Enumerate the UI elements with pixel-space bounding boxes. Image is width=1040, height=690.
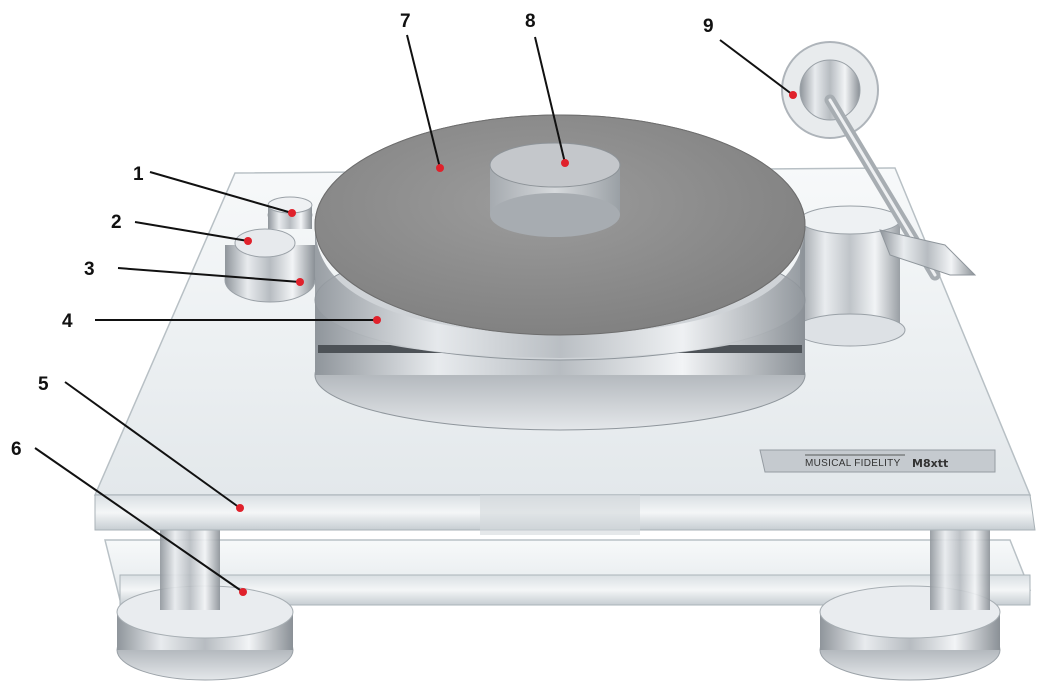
marker-dot-3	[296, 278, 304, 286]
marker-dot-4	[373, 316, 381, 324]
callout-6: 6	[11, 439, 22, 460]
marker-dot-9	[789, 91, 797, 99]
callout-8: 8	[525, 11, 536, 32]
marker-dot-1	[288, 209, 296, 217]
callout-7: 7	[400, 11, 411, 32]
nameplate-model: M8xtt	[912, 457, 948, 470]
callout-9: 9	[703, 16, 714, 37]
leader-line-9	[720, 40, 793, 95]
nameplate: MUSICAL FIDELITY M8xtt	[760, 450, 995, 472]
callout-2: 2	[111, 212, 122, 233]
marker-dot-6	[239, 588, 247, 596]
callout-1: 1	[133, 164, 144, 185]
record-clamp	[490, 143, 620, 237]
nameplate-brand: MUSICAL FIDELITY	[805, 458, 901, 469]
marker-dot-5	[236, 504, 244, 512]
tonearm-base	[795, 206, 905, 346]
callout-4: 4	[62, 311, 73, 332]
callout-5: 5	[38, 374, 49, 395]
marker-dot-2	[244, 237, 252, 245]
marker-dot-7	[436, 164, 444, 172]
marker-dot-8	[561, 159, 569, 167]
callout-3: 3	[84, 259, 95, 280]
